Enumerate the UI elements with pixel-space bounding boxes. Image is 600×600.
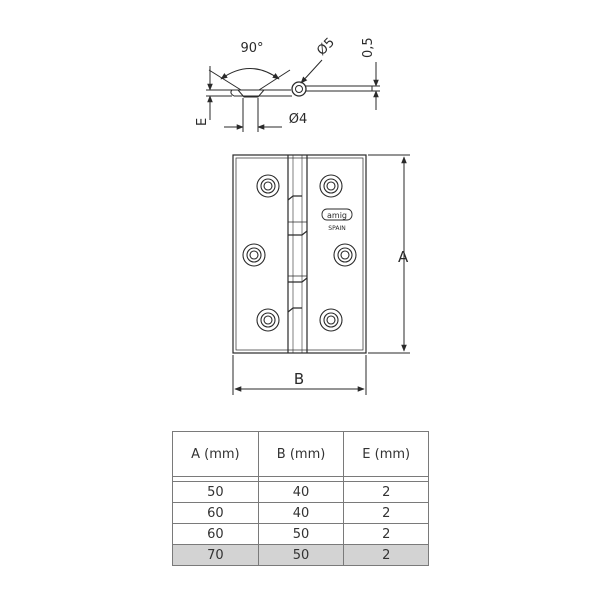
screw-hole — [242, 243, 266, 267]
height-label: A — [398, 248, 409, 266]
leaf-thickness-label: 0,5 — [361, 37, 376, 58]
screw-hole — [333, 243, 357, 267]
screw-holes — [242, 174, 357, 332]
angle-arc — [220, 68, 280, 80]
dimensions-table: A (mm) B (mm) E (mm) 50 40 2 60 40 2 60 … — [172, 431, 429, 566]
column-header-b: B (mm) — [257, 431, 345, 477]
screw-hole — [319, 308, 343, 332]
top-view — [206, 59, 380, 132]
column-header-a: A (mm) — [172, 431, 259, 477]
pin-diameter-label: Ø5 — [314, 35, 338, 59]
table-cell: 60 — [172, 523, 259, 545]
hinge-outline — [232, 154, 367, 354]
column-header-e: E (mm) — [343, 431, 429, 477]
table-row: 60 40 2 — [172, 502, 429, 524]
front-view — [232, 154, 367, 354]
table-cell: 2 — [343, 523, 429, 545]
dimension-b — [232, 355, 367, 395]
table-cell: 50 — [172, 481, 259, 503]
table-cell: 50 — [257, 523, 345, 545]
brand-stamp: amig SPAIN — [321, 208, 353, 232]
table-cell: 60 — [172, 502, 259, 524]
table-cell: 70 — [172, 544, 259, 566]
knuckle-diameter-label: Ø4 — [289, 112, 308, 127]
dimension-a — [368, 154, 410, 354]
table-cell: 2 — [343, 481, 429, 503]
table-cell: 40 — [257, 502, 345, 524]
screw-hole — [256, 174, 280, 198]
pin-circle — [291, 81, 307, 97]
table-row: 50 40 2 — [172, 481, 429, 503]
e-label: E — [195, 118, 210, 126]
table-cell: 2 — [343, 502, 429, 524]
table-row: 60 50 2 — [172, 523, 429, 545]
angle-label: 90° — [240, 41, 263, 56]
table-row-highlighted: 70 50 2 — [172, 544, 429, 566]
stamp-brand: amig — [327, 211, 347, 220]
table-cell: 50 — [257, 544, 345, 566]
countersink — [237, 89, 265, 98]
table-cell: 2 — [343, 544, 429, 566]
screw-hole — [256, 308, 280, 332]
table-header-row: A (mm) B (mm) E (mm) — [172, 431, 429, 477]
hinge-technical-drawing: 90° Ø5 0,5 E Ø4 amig SPAIN — [195, 35, 410, 395]
screw-hole — [319, 174, 343, 198]
width-label: B — [294, 370, 304, 388]
table-cell: 40 — [257, 481, 345, 503]
stamp-country: SPAIN — [328, 225, 345, 232]
